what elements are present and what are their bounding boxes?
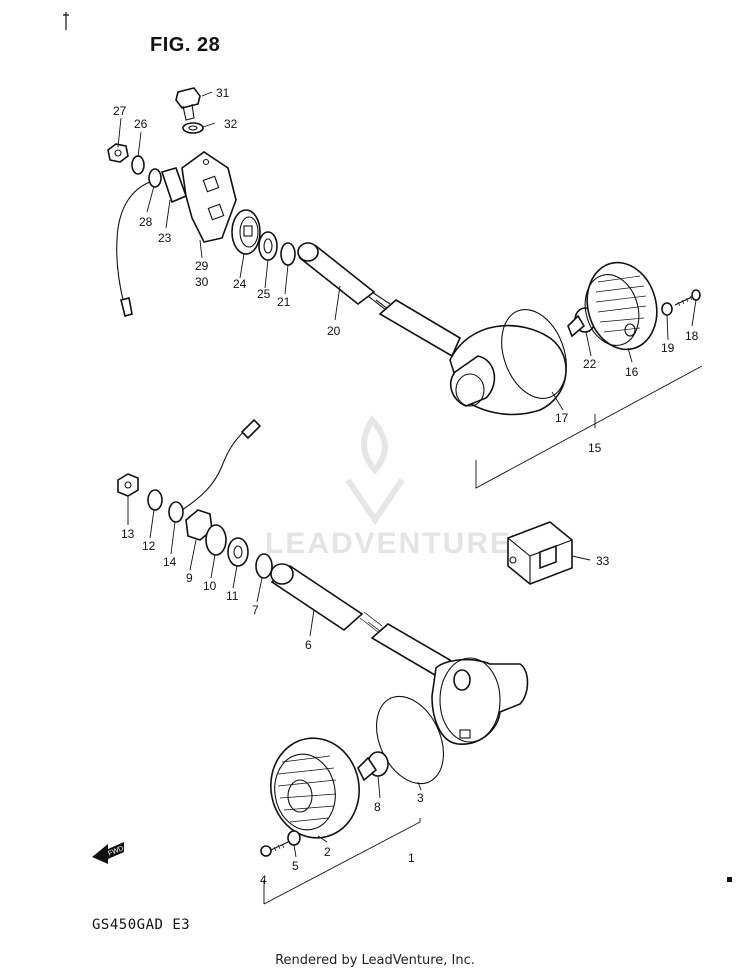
callout-22: 22 — [583, 357, 597, 371]
lens-16 — [584, 261, 658, 351]
upper-turn-signal-assembly — [107, 87, 703, 489]
group-line-15 — [475, 365, 703, 489]
callout-27: 27 — [113, 104, 127, 118]
callout-26: 26 — [134, 117, 148, 131]
fwd-arrow-icon — [92, 842, 124, 864]
rubber-24 — [231, 209, 261, 255]
callout-24: 24 — [233, 277, 247, 291]
model-code: GS450GAD E3 — [92, 917, 191, 933]
wire-upper — [116, 181, 151, 305]
callout-17: 17 — [555, 411, 569, 425]
stay-tube-20 — [297, 242, 462, 358]
callout-1: 1 — [408, 851, 415, 865]
screw-18 — [674, 289, 701, 307]
callout-10: 10 — [203, 579, 217, 593]
lower-lamp-housing — [431, 657, 529, 745]
footer-credit: Rendered by LeadVenture, Inc. — [275, 953, 475, 968]
callout-20: 20 — [327, 324, 341, 338]
washer-11 — [227, 537, 249, 567]
callout-29: 29 — [195, 259, 209, 273]
callout-21: 21 — [277, 295, 291, 309]
callout-23: 23 — [158, 231, 172, 245]
washer-14 — [168, 501, 184, 523]
leader-lines — [117, 91, 697, 858]
lower-turn-signal-assembly — [117, 418, 529, 905]
callout-4: 4 — [260, 873, 267, 887]
margin-mark — [63, 12, 69, 30]
wire-lower — [181, 429, 247, 511]
bolt-31 — [175, 87, 201, 121]
callout-7: 7 — [252, 603, 259, 617]
watermark-logo — [345, 414, 405, 526]
washer-32 — [182, 122, 204, 134]
washer-25 — [258, 231, 278, 261]
washer-26 — [131, 155, 145, 175]
callout-3: 3 — [417, 791, 424, 805]
callout-15: 15 — [588, 441, 602, 455]
bulb-8 — [357, 751, 389, 782]
callout-9: 9 — [186, 571, 193, 585]
callout-labels: 1 2 3 4 5 6 7 8 9 10 11 12 13 14 15 16 1… — [113, 86, 699, 887]
callout-19: 19 — [661, 341, 675, 355]
callout-13: 13 — [121, 527, 135, 541]
screw-4 — [260, 841, 289, 857]
relay-33 — [507, 521, 573, 585]
callout-30: 30 — [195, 275, 209, 289]
bracket-29 — [160, 151, 237, 243]
callout-32: 32 — [224, 117, 238, 131]
washer-28 — [148, 168, 162, 188]
callout-12: 12 — [142, 539, 156, 553]
fwd-label: FWD — [107, 845, 124, 857]
washer-7 — [255, 553, 273, 579]
nut-27 — [107, 143, 129, 163]
figure-title: FIG. 28 — [150, 34, 221, 56]
washer-21 — [280, 242, 296, 266]
callout-14: 14 — [163, 555, 177, 569]
callout-28: 28 — [139, 215, 153, 229]
callout-11: 11 — [226, 589, 239, 603]
watermark-text: LEADVENTURE — [265, 527, 513, 560]
callout-33: 33 — [596, 554, 610, 568]
callout-16: 16 — [625, 365, 639, 379]
washer-12 — [147, 489, 163, 511]
gasket-17 — [501, 309, 567, 399]
callout-18: 18 — [685, 329, 699, 343]
callout-8: 8 — [374, 800, 381, 814]
callout-25: 25 — [257, 287, 271, 301]
stay-tube-6 — [270, 563, 452, 680]
nut-13 — [117, 473, 139, 497]
washer-19 — [661, 302, 673, 316]
callout-31: 31 — [216, 86, 230, 100]
callout-6: 6 — [305, 638, 312, 652]
corner-mark — [727, 877, 732, 882]
lens-2 — [270, 737, 360, 839]
callout-2: 2 — [324, 845, 331, 859]
rubber-10 — [205, 524, 227, 556]
washer-5 — [287, 830, 301, 846]
callout-5: 5 — [292, 859, 299, 873]
group-line-1 — [263, 818, 421, 905]
